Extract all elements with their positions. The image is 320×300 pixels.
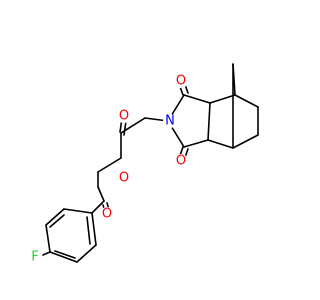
bond bbox=[207, 102, 211, 141]
bond bbox=[42, 251, 51, 256]
bond bbox=[91, 212, 97, 246]
oxygen-label: O bbox=[119, 109, 129, 124]
bond bbox=[63, 208, 93, 214]
atom-label-o-bottom: O bbox=[174, 154, 188, 169]
bond bbox=[45, 224, 51, 253]
bond bbox=[207, 139, 234, 149]
bond-lines bbox=[42, 63, 259, 263]
atom-label-n: N bbox=[163, 114, 177, 129]
atom-label-o-ester-link: O bbox=[117, 171, 131, 186]
bond bbox=[54, 250, 76, 259]
molecule-structure: O N O O O O F bbox=[28, 63, 259, 265]
bond bbox=[123, 120, 127, 136]
bond bbox=[183, 139, 209, 148]
bond bbox=[234, 94, 259, 108]
bond bbox=[45, 208, 65, 226]
oxygen-label: O bbox=[119, 171, 129, 186]
oxygen-label: O bbox=[102, 207, 112, 222]
atom-label-o-ketone: O bbox=[100, 207, 114, 222]
bond bbox=[97, 157, 122, 173]
bond bbox=[209, 94, 236, 104]
bond bbox=[183, 94, 211, 104]
bond bbox=[86, 216, 91, 245]
bond bbox=[49, 214, 65, 228]
oxygen-label: O bbox=[176, 74, 186, 89]
nitrogen-label: N bbox=[165, 114, 175, 129]
atom-label-o-ester-carbonyl: O bbox=[117, 109, 131, 124]
bond bbox=[232, 134, 259, 149]
fluorine-label: F bbox=[31, 250, 38, 265]
atom-label-o-top: O bbox=[174, 74, 188, 89]
bond bbox=[91, 200, 105, 214]
atom-label-f: F bbox=[28, 250, 42, 265]
bond bbox=[76, 244, 97, 263]
bond bbox=[49, 251, 78, 263]
oxygen-label: O bbox=[176, 154, 186, 169]
bond bbox=[97, 186, 105, 202]
